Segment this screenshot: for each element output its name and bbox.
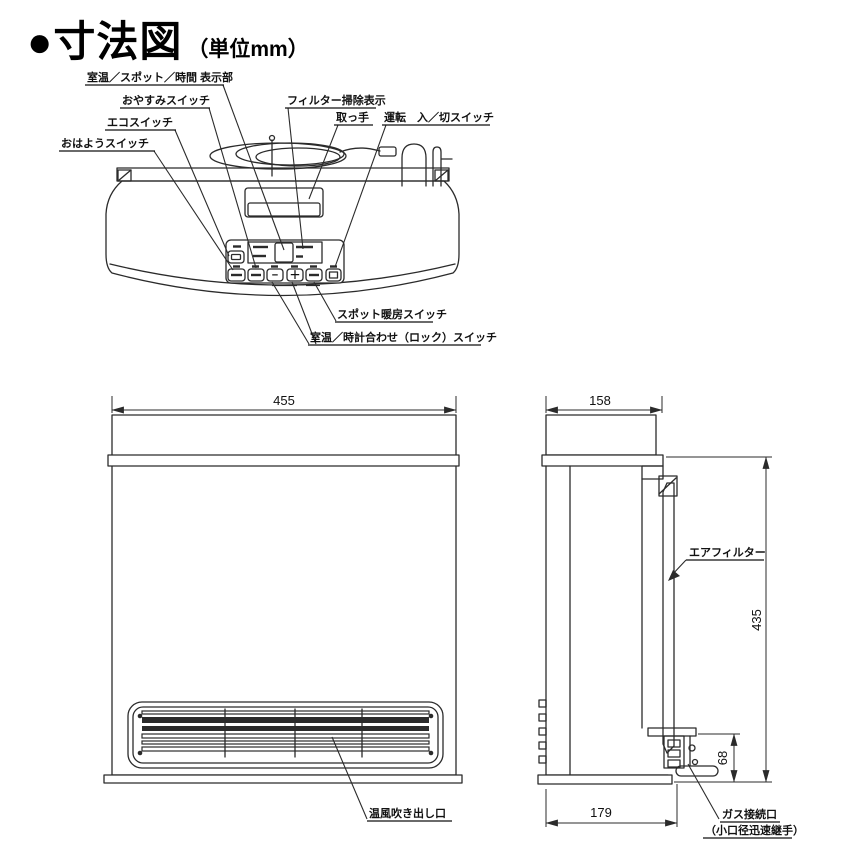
- front-view-diagram: 455: [103, 393, 463, 822]
- label-power-switch: 運転 入／切スイッチ: [384, 110, 494, 124]
- dim-height-value: 435: [749, 609, 764, 631]
- dim-width-value: 455: [273, 393, 295, 408]
- dim-gas-height-68: 68: [698, 733, 740, 783]
- page-title-unit: （単位mm）: [187, 38, 309, 61]
- power-cord-coil: [209, 134, 397, 177]
- minus-button-glyph: −: [272, 270, 278, 282]
- dim-depth-value: 158: [589, 393, 611, 408]
- label-filter-clean-indicator: フィルター掃除表示: [287, 93, 386, 107]
- label-handle: 取っ手: [336, 110, 369, 124]
- sleep-button: [247, 268, 265, 282]
- gas-port-callout: ガス接続口 （小口径迅速継手）: [687, 763, 804, 839]
- label-gas-port-sub: （小口径迅速継手）: [705, 823, 804, 837]
- label-display-area: 室温／スポット／時間 表示部: [87, 70, 233, 84]
- outlet-grille: [127, 701, 444, 769]
- top-view-diagram: − ＋: [59, 70, 497, 346]
- control-panel: − ＋: [225, 239, 345, 287]
- gas-connection-assembly: [647, 727, 719, 777]
- label-spot-switch: スポット暖房スイッチ: [337, 307, 447, 321]
- plus-button: ＋: [286, 268, 304, 282]
- air-filter-panel: [658, 475, 678, 754]
- front-view-base: [103, 774, 463, 784]
- side-view-diagram: 158: [537, 393, 804, 839]
- power-button: [325, 268, 342, 282]
- dim-depth-158: 158: [545, 393, 663, 414]
- label-gas-port: ガス接続口: [722, 807, 777, 821]
- outlet-callout: 温風吹き出し口: [331, 736, 452, 822]
- spot-button: [305, 268, 323, 282]
- label-air-filter: エアフィルター: [689, 546, 766, 559]
- label-wake-switch: おはようスイッチ: [61, 137, 149, 150]
- dim-base-depth-179: 179: [545, 784, 678, 827]
- top-view-body-outline: [105, 180, 460, 297]
- air-filter-callout: エアフィルター: [668, 546, 766, 581]
- minus-button: −: [266, 268, 284, 282]
- top-view-leader-lines: [153, 84, 387, 345]
- page-title: ●寸法図（単位mm）: [27, 8, 309, 69]
- label-eco-switch: エコスイッチ: [107, 116, 173, 129]
- plus-button-glyph: ＋: [290, 270, 301, 282]
- label-temp-clock-switch: 室温／時計合わせ（ロック）スイッチ: [310, 330, 497, 344]
- dim-width-455: 455: [111, 393, 457, 414]
- side-view-body: [538, 414, 669, 776]
- page-title-text: ●寸法図: [27, 18, 183, 65]
- wake-button: [227, 268, 246, 282]
- display-area: [247, 241, 323, 264]
- cord-hook: [401, 143, 453, 187]
- label-sleep-switch: おやすみスイッチ: [122, 94, 210, 107]
- handle-recess: [244, 187, 324, 218]
- dim-base-depth-value: 179: [590, 805, 612, 820]
- label-outlet: 温風吹き出し口: [369, 806, 446, 820]
- air-filter-arrowhead: [668, 570, 680, 581]
- front-view-top-band: [107, 454, 460, 467]
- dim-gas-height-value: 68: [715, 751, 730, 765]
- dim-height-435: 435: [666, 456, 772, 783]
- side-view-base: [537, 774, 673, 785]
- top-view-labels: 室温／スポット／時間 表示部 おやすみスイッチ エコスイッチ おはようスイッチ …: [59, 70, 497, 346]
- eco-button: [227, 245, 245, 264]
